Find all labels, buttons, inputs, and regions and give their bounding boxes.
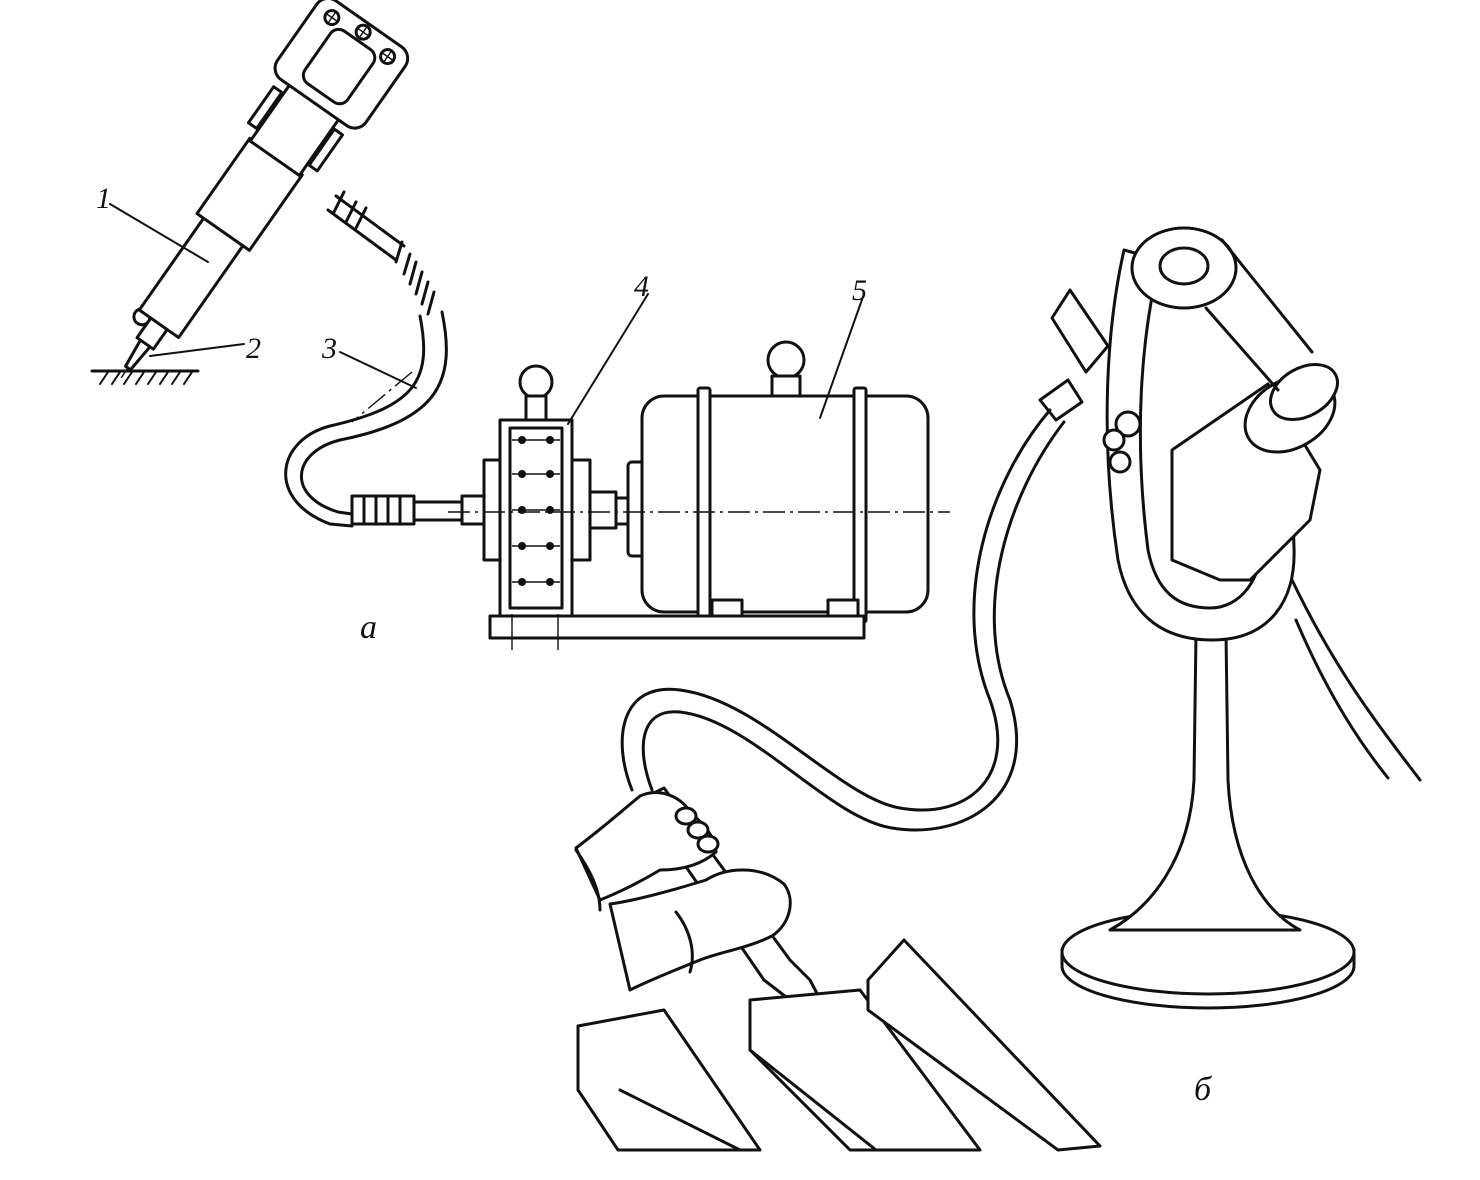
flexible-hose [284,310,464,528]
label-subfigure-a: а [360,609,377,646]
tool-hose-connector [326,190,436,316]
label-tool: 1 [96,182,111,215]
leader-lines [109,203,865,425]
long-hose [620,408,1066,832]
labels: 1 2 3 4 5 а б [96,182,1213,1108]
label-gearbox: 4 [634,270,649,303]
label-subfigure-b: б [1194,1071,1213,1108]
label-motor: 5 [852,274,867,307]
label-tip: 2 [246,332,261,365]
base-plate [488,614,866,650]
gearbox [460,364,618,618]
label-hose: 3 [321,332,337,365]
ground-hatch [90,369,200,385]
gearbox-bolts [512,436,560,586]
stand-drive-unit [1038,226,1422,1010]
workpiece-blocks [576,938,1102,1152]
handheld-tool [90,0,436,385]
